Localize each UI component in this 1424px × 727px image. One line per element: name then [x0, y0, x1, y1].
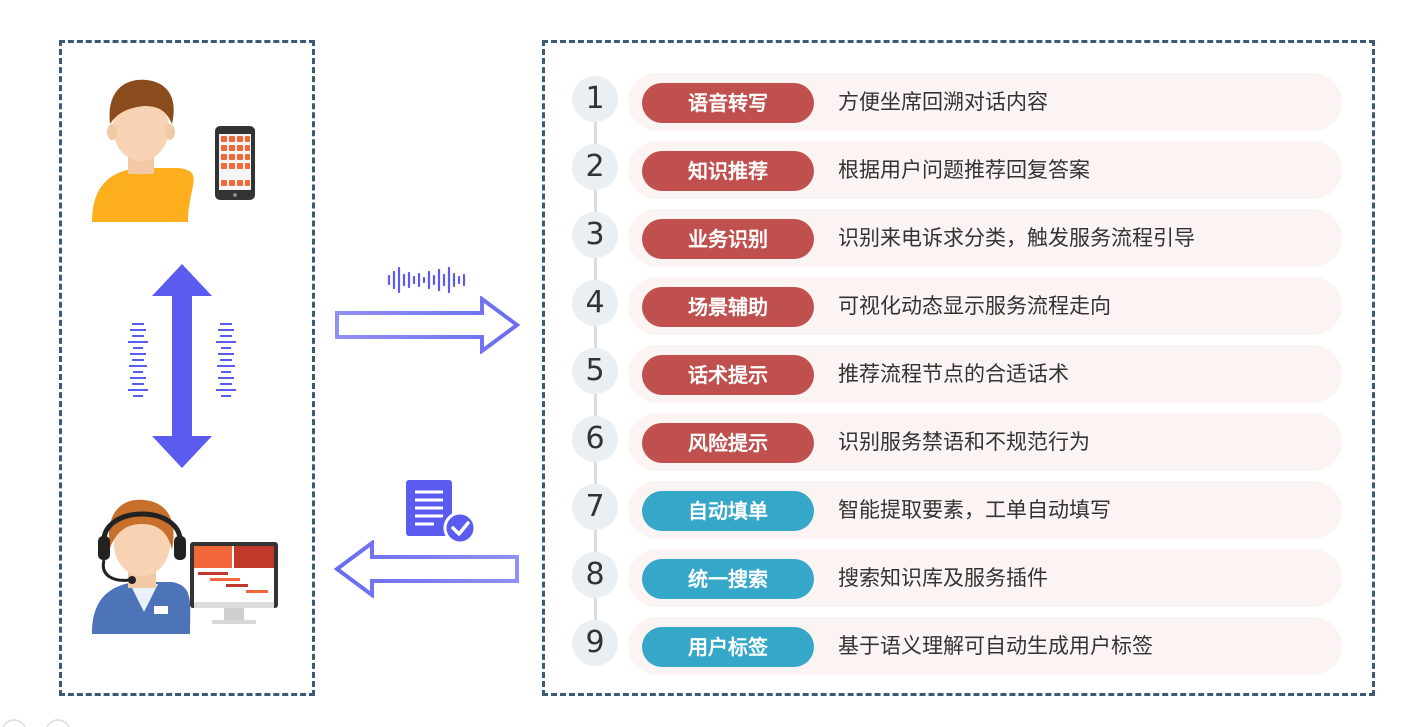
- feature-tag: 业务识别: [642, 219, 814, 259]
- feature-tag: 风险提示: [642, 423, 814, 463]
- feature-number: 8: [572, 552, 618, 598]
- feature-description: 推荐流程节点的合适话术: [838, 362, 1069, 386]
- agent-with-headset-and-monitor-icon: [92, 499, 278, 634]
- feature-list-frame: [542, 40, 1375, 696]
- feature-description: 根据用户问题推荐回复答案: [838, 158, 1090, 182]
- feature-number: 3: [572, 212, 618, 258]
- feature-row: 4 场景辅助 可视化动态显示服务流程走向: [572, 277, 1342, 337]
- corner-watermark-icon: [2, 719, 70, 727]
- right-arrow-icon: [335, 296, 520, 354]
- feature-tag: 统一搜索: [642, 559, 814, 599]
- feature-description: 识别服务禁语和不规范行为: [838, 430, 1090, 454]
- feature-number: 1: [572, 76, 618, 122]
- feature-description: 搜索知识库及服务插件: [838, 566, 1048, 590]
- feature-description: 智能提取要素，工单自动填写: [838, 498, 1111, 522]
- feature-tag: 语音转写: [642, 83, 814, 123]
- feature-tag: 知识推荐: [642, 151, 814, 191]
- voice-waveform-icon: [387, 266, 466, 294]
- left-panel-frame: [59, 40, 315, 696]
- feature-number: 5: [572, 348, 618, 394]
- feature-number: 6: [572, 416, 618, 462]
- feature-description: 方便坐席回溯对话内容: [838, 90, 1048, 114]
- document-check-icon: [406, 480, 476, 544]
- feature-description: 识别来电诉求分类，触发服务流程引导: [838, 226, 1195, 250]
- feature-tag: 用户标签: [642, 627, 814, 667]
- left-arrow-icon: [334, 540, 519, 598]
- feature-tag: 自动填单: [642, 491, 814, 531]
- feature-row: 6 风险提示 识别服务禁语和不规范行为: [572, 413, 1342, 473]
- feature-description: 基于语义理解可自动生成用户标签: [838, 634, 1153, 658]
- double-arrow-with-sound-waves-icon: [128, 264, 236, 468]
- feature-tag: 场景辅助: [642, 287, 814, 327]
- feature-number: 7: [572, 484, 618, 530]
- feature-row: 7 自动填单 智能提取要素，工单自动填写: [572, 481, 1342, 541]
- feature-number: 4: [572, 280, 618, 326]
- feature-row: 8 统一搜索 搜索知识库及服务插件: [572, 549, 1342, 609]
- feature-description: 可视化动态显示服务流程走向: [838, 294, 1111, 318]
- customer-with-phone-icon: [92, 79, 255, 222]
- feature-row: 3 业务识别 识别来电诉求分类，触发服务流程引导: [572, 209, 1342, 269]
- feature-number: 9: [572, 620, 618, 666]
- feature-row: 5 话术提示 推荐流程节点的合适话术: [572, 345, 1342, 405]
- feature-row: 9 用户标签 基于语义理解可自动生成用户标签: [572, 617, 1342, 677]
- feature-row: 1 语音转写 方便坐席回溯对话内容: [572, 73, 1342, 133]
- feature-row: 2 知识推荐 根据用户问题推荐回复答案: [572, 141, 1342, 201]
- feature-tag: 话术提示: [642, 355, 814, 395]
- feature-number: 2: [572, 144, 618, 190]
